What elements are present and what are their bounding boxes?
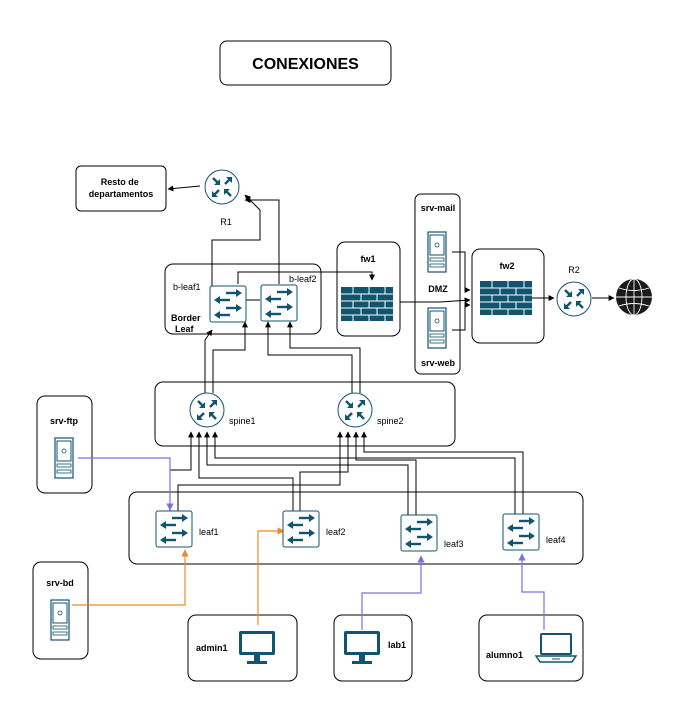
svg-text:fw2: fw2 (499, 261, 514, 271)
r2-router[interactable]: R2 (555, 265, 593, 318)
svg-text:srv-web: srv-web (421, 358, 456, 368)
svg-text:admin1: admin1 (196, 643, 228, 653)
spine-group (154, 381, 456, 447)
svg-text:srv-mail: srv-mail (421, 203, 456, 213)
srv-bd-server[interactable]: srv-bd (46, 578, 74, 641)
leaf-group (128, 491, 584, 565)
spine-border-wires (204, 321, 361, 393)
svg-text:fw1: fw1 (360, 254, 375, 264)
alumno1-box (478, 614, 584, 682)
srv-web-server[interactable]: srv-web (421, 307, 456, 368)
router-icon (555, 280, 593, 318)
b-leaf2-switch[interactable]: b-leaf2 (259, 274, 317, 323)
switch-icon (259, 283, 299, 323)
admin1-pc[interactable]: admin1 (196, 631, 275, 664)
leaf3-switch[interactable]: leaf3 (399, 513, 464, 553)
r1-router[interactable]: R1 (203, 168, 241, 227)
svg-text:spine2: spine2 (377, 416, 404, 426)
svg-text:srv-bd: srv-bd (46, 578, 74, 588)
dmz-group (414, 193, 461, 375)
router-icon (336, 391, 374, 429)
svg-text:leaf1: leaf1 (199, 527, 219, 537)
server-icon (50, 599, 70, 641)
endpoint-wires (72, 457, 545, 630)
router-icon (203, 168, 241, 206)
leaf4-switch[interactable]: leaf4 (501, 512, 566, 552)
resto-box (75, 165, 167, 212)
resto-label: Resto de departamentos (89, 177, 154, 199)
page-title: CONEXIONES (252, 56, 359, 73)
svg-text:R1: R1 (220, 217, 232, 227)
fw2-firewall[interactable]: fw2 (479, 261, 533, 316)
firewall-icon (479, 280, 533, 316)
spine2-router[interactable]: spine2 (336, 391, 404, 429)
svg-text:R2: R2 (568, 265, 580, 275)
leaf2-switch[interactable]: leaf2 (281, 509, 346, 549)
svg-text:leaf3: leaf3 (444, 539, 464, 549)
srv-ftp-server[interactable]: srv-ftp (50, 416, 79, 479)
border-leaf-label: Border Leaf (171, 313, 203, 334)
dmz-label: DMZ (428, 284, 448, 294)
switch-icon (154, 509, 194, 549)
firewall-icon (340, 286, 394, 322)
svg-text:lab1: lab1 (388, 640, 406, 650)
server-icon (427, 307, 447, 349)
server-icon (427, 231, 447, 273)
router-icon (188, 391, 226, 429)
svg-text:b-leaf2: b-leaf2 (289, 274, 317, 284)
server-icon (54, 437, 74, 479)
b-leaf1-switch[interactable]: b-leaf1 (173, 282, 248, 324)
leaf1-switch[interactable]: leaf1 (154, 509, 219, 549)
internet-cloud (615, 278, 653, 316)
title-box: CONEXIONES (219, 40, 392, 86)
svg-text:leaf4: leaf4 (546, 535, 566, 545)
laptop-icon (535, 633, 577, 663)
svg-text:spine1: spine1 (229, 416, 256, 426)
switch-icon (208, 284, 248, 324)
globe-icon (615, 278, 653, 316)
switch-icon (281, 509, 321, 549)
svg-text:leaf2: leaf2 (326, 527, 346, 537)
lab1-pc[interactable]: lab1 (344, 631, 406, 664)
svg-text:srv-ftp: srv-ftp (50, 416, 79, 426)
spine1-router[interactable]: spine1 (188, 391, 256, 429)
switch-icon (399, 513, 439, 553)
alumno1-laptop[interactable]: alumno1 (486, 633, 577, 663)
fw1-firewall[interactable]: fw1 (340, 254, 394, 322)
leaf-spine-wires (169, 431, 524, 515)
svg-text:b-leaf1: b-leaf1 (173, 282, 201, 292)
svg-text:alumno1: alumno1 (486, 650, 523, 660)
srv-mail-server[interactable]: srv-mail (421, 203, 456, 273)
switch-icon (501, 512, 541, 552)
top-wires (167, 185, 615, 331)
